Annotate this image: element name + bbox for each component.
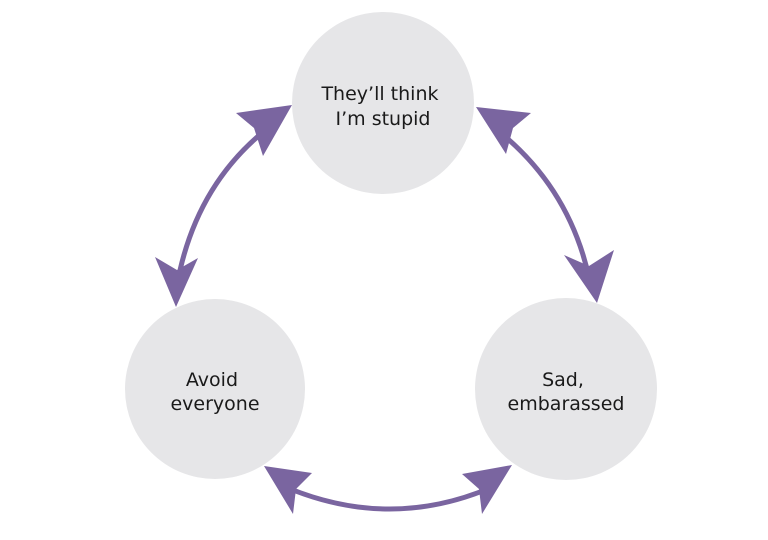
arrow-thought-feeling-shaft — [489, 123, 593, 285]
node-behaviour: Avoid everyone — [125, 299, 305, 479]
node-feeling-line-1: Sad, — [542, 369, 584, 391]
node-feeling-line-2: embarassed — [508, 393, 625, 415]
node-thought: They’ll think I’m stupid — [292, 12, 474, 194]
node-thought-label: They’ll think I’m stupid — [320, 83, 444, 130]
arrow-behaviour-feeling-shaft — [285, 485, 493, 512]
arrowhead-up-icon — [476, 107, 531, 154]
node-feeling: Sad, embarassed — [475, 298, 657, 480]
node-feeling-label: Sad, embarassed — [508, 369, 625, 415]
arrow-thought-behaviour — [155, 105, 292, 307]
node-thought-line-2: I’m stupid — [336, 108, 431, 130]
node-thought-line-1: They’ll think — [320, 83, 438, 105]
arrowhead-left-icon — [264, 466, 312, 514]
arrowhead-down-icon — [155, 257, 198, 307]
node-behaviour-circle — [125, 299, 305, 479]
arrowhead-right-icon — [462, 465, 512, 514]
arrowhead-down-icon — [564, 250, 614, 303]
node-behaviour-label: Avoid everyone — [170, 369, 259, 415]
arrowhead-up-icon — [236, 105, 292, 156]
arrow-thought-feeling — [476, 107, 614, 303]
node-behaviour-line-2: everyone — [170, 393, 259, 415]
node-thought-circle — [292, 12, 474, 194]
arrow-behaviour-feeling — [264, 465, 512, 514]
node-behaviour-line-1: Avoid — [186, 369, 238, 391]
node-feeling-circle — [475, 298, 657, 480]
